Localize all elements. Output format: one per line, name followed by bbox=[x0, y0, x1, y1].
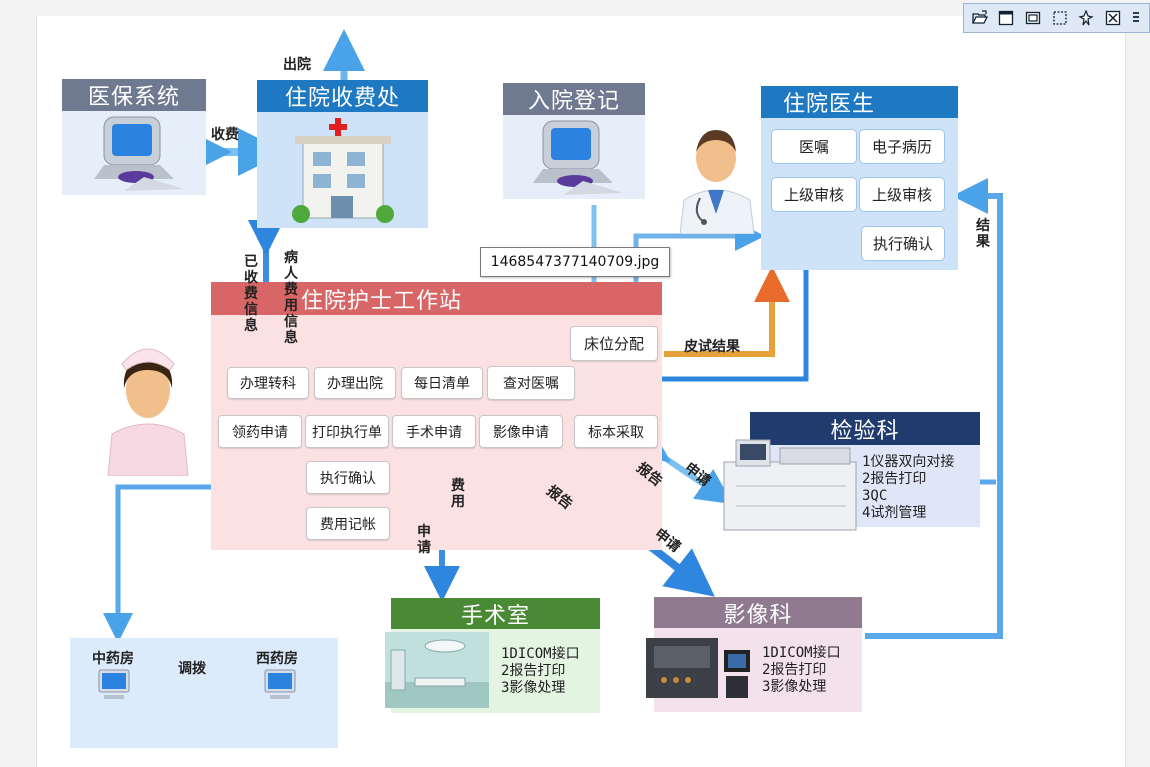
result-arrow bbox=[865, 178, 1003, 639]
lab-feature-item: 3QC bbox=[862, 488, 888, 504]
pin-icon[interactable] bbox=[1076, 8, 1096, 28]
lab-analyzer-icon bbox=[723, 439, 857, 531]
nurse-figure-icon bbox=[107, 348, 189, 476]
open-icon[interactable] bbox=[970, 8, 990, 28]
doctor-title: 住院医生 bbox=[761, 86, 958, 118]
emr-chip[interactable]: 电子病历 bbox=[859, 129, 945, 164]
skin-test-arrow bbox=[664, 266, 790, 357]
discharge-label: 出院 bbox=[283, 57, 311, 73]
skin-test-label: 皮试结果 bbox=[684, 339, 740, 355]
imaging-request-chip[interactable]: 影像申请 bbox=[479, 415, 563, 448]
lab-feature-list: 1仪器双向对接 2报告打印 3QC 4试剂管理 bbox=[862, 454, 954, 522]
surgery-apply-label: 申请 bbox=[417, 524, 431, 556]
check-orders-chip[interactable]: 查对医嘱 bbox=[487, 366, 575, 400]
imaging-feature-item: 3影像处理 bbox=[762, 679, 827, 695]
transfer-label: 调拨 bbox=[178, 661, 206, 677]
execute-confirm-chip[interactable]: 执行确认 bbox=[861, 226, 945, 261]
imaging-feature-list: 1DICOM接口 2报告打印 3影像处理 bbox=[762, 645, 841, 696]
bed-allocation-chip[interactable]: 床位分配 bbox=[570, 326, 658, 361]
maximize-icon[interactable] bbox=[997, 8, 1017, 28]
imaging-feature-item: 1DICOM接口 bbox=[762, 645, 841, 661]
fee-label: 费用 bbox=[451, 478, 465, 510]
computer-icon bbox=[533, 120, 623, 195]
lab-feature-item: 4试剂管理 bbox=[862, 505, 927, 521]
transfer-dept-chip[interactable]: 办理转科 bbox=[227, 367, 309, 399]
close-icon[interactable] bbox=[1103, 8, 1123, 28]
doctor-order-chip[interactable]: 医嘱 bbox=[771, 129, 857, 164]
imaging-feature-item: 2报告打印 bbox=[762, 662, 827, 678]
lab-arrow bbox=[631, 427, 733, 505]
billing-title: 住院收费处 bbox=[257, 80, 428, 112]
discharge-process-chip[interactable]: 办理出院 bbox=[314, 367, 396, 399]
fee-accounting-chip[interactable]: 费用记帐 bbox=[306, 507, 390, 540]
registration-panel: 入院登记 bbox=[503, 83, 645, 199]
computer-icon bbox=[264, 669, 296, 699]
daily-list-chip[interactable]: 每日清单 bbox=[401, 367, 483, 399]
senior-review-chip[interactable]: 上级审核 bbox=[771, 177, 857, 212]
registration-title: 入院登记 bbox=[503, 83, 645, 115]
senior-review-chip[interactable]: 上级审核 bbox=[859, 177, 945, 212]
pharmacy-panel: 中药房 西药房 调拨 bbox=[70, 638, 338, 748]
surgery-feature-item: 1DICOM接口 bbox=[501, 646, 580, 662]
lab-panel: 检验科 1仪器双向对接 2报告打印 3QC 4试剂管理 bbox=[750, 412, 980, 527]
computer-icon bbox=[98, 669, 130, 699]
charge-label: 收费 bbox=[211, 127, 239, 143]
doctor-panel: 住院医生 医嘱 电子病历 上级审核 上级审核 执行确认 bbox=[761, 86, 958, 270]
surgery-request-chip[interactable]: 手术申请 bbox=[392, 415, 476, 448]
patient-fee-info-label: 病人费用信息 bbox=[284, 250, 298, 346]
medical-insurance-panel: 医保系统 bbox=[62, 79, 206, 195]
chinese-pharmacy-label: 中药房 bbox=[92, 651, 134, 667]
surgery-feature-list: 1DICOM接口 2报告打印 3影像处理 bbox=[501, 646, 580, 697]
filename-tooltip: 1468547377140709.jpg bbox=[480, 247, 670, 277]
computer-icon bbox=[94, 116, 184, 191]
menu-icon[interactable] bbox=[1129, 8, 1149, 28]
imaging-device-photo bbox=[646, 638, 750, 698]
operating-room-photo bbox=[385, 632, 489, 708]
doctor-figure-icon bbox=[679, 130, 755, 234]
surgery-title: 手术室 bbox=[391, 598, 600, 629]
nurse-station-title: 住院护士工作站 bbox=[211, 282, 662, 315]
print-execution-chip[interactable]: 打印执行单 bbox=[305, 415, 389, 448]
restore-icon[interactable] bbox=[1023, 8, 1043, 28]
medical-insurance-title: 医保系统 bbox=[62, 79, 206, 111]
surgery-feature-item: 2报告打印 bbox=[501, 663, 566, 679]
drug-request-chip[interactable]: 领药申请 bbox=[218, 415, 302, 448]
lab-feature-item: 1仪器双向对接 bbox=[862, 454, 955, 470]
viewer-toolbar bbox=[963, 3, 1150, 33]
nurse-to-pharmacy-arrow bbox=[103, 484, 212, 643]
lab-feature-item: 2报告打印 bbox=[862, 471, 927, 487]
result-label: 结果 bbox=[976, 218, 990, 250]
hospital-building-icon bbox=[292, 118, 394, 223]
lab-title: 检验科 bbox=[750, 412, 980, 445]
fullscreen-icon[interactable] bbox=[1050, 8, 1070, 28]
execute-confirm-chip[interactable]: 执行确认 bbox=[306, 461, 390, 494]
billing-panel: 住院收费处 bbox=[257, 80, 428, 228]
western-pharmacy-label: 西药房 bbox=[256, 651, 298, 667]
imaging-title: 影像科 bbox=[654, 597, 862, 628]
specimen-collection-chip[interactable]: 标本采取 bbox=[574, 415, 658, 448]
surgery-feature-item: 3影像处理 bbox=[501, 680, 566, 696]
paid-info-label: 已收费信息 bbox=[244, 254, 258, 334]
